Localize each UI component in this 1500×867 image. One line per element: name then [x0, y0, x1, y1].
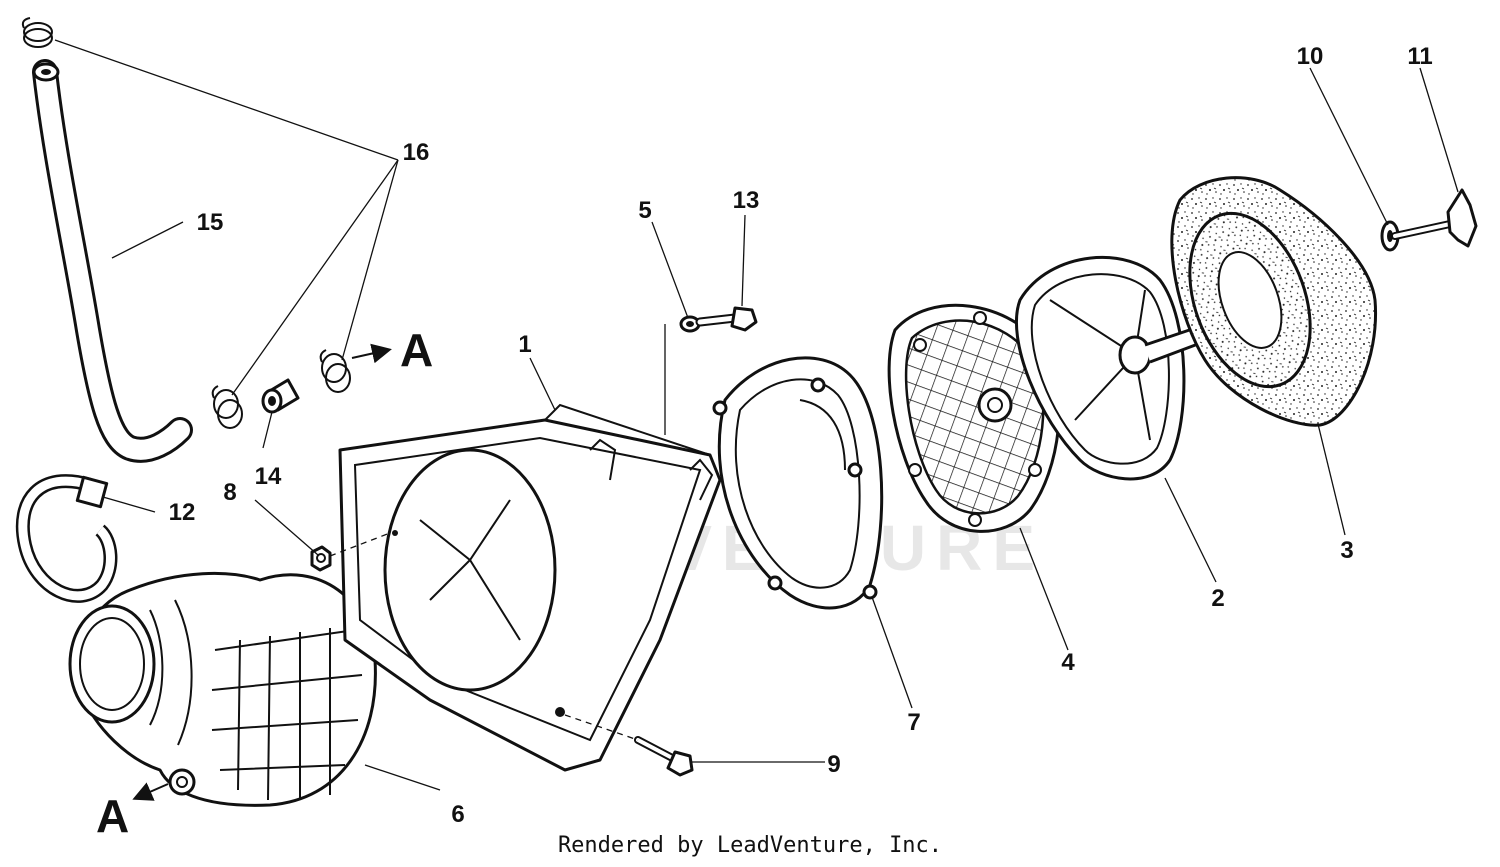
callout-12: 12	[169, 499, 196, 526]
wing-screw-part-11	[1391, 188, 1478, 248]
callout-2: 2	[1211, 585, 1224, 612]
bolt-part-13	[695, 306, 758, 332]
clamp-part-16-right	[319, 349, 351, 393]
leader-lines	[54, 39, 1459, 791]
callout-4: 4	[1061, 649, 1075, 676]
footer-credit: Rendered by LeadVenture, Inc.	[558, 833, 942, 858]
gasket-studs	[712, 377, 878, 600]
callout-6: 6	[451, 801, 464, 828]
fitting-part-14	[261, 378, 300, 414]
airbox-housing-part-1	[338, 403, 722, 772]
callout-5: 5	[638, 197, 651, 224]
callout-9: 9	[827, 751, 840, 778]
callout-13: 13	[733, 187, 760, 214]
callout-11: 11	[1407, 43, 1432, 70]
callout-16: 16	[403, 139, 430, 166]
intake-boot-part-6	[68, 571, 377, 807]
callout-14: 14	[255, 463, 282, 490]
flow-arrow-a-bottom	[132, 782, 169, 801]
connection-marker-a-bottom: A	[96, 790, 129, 842]
alignment-lines	[329, 532, 639, 741]
callout-8: 8	[223, 479, 236, 506]
clamp-part-16-left	[211, 385, 243, 429]
nut-part-8	[310, 545, 332, 572]
callout-7: 7	[907, 709, 920, 736]
callout-15: 15	[197, 209, 224, 236]
callout-3: 3	[1340, 537, 1353, 564]
bolt-part-9	[634, 736, 694, 777]
flow-arrow-a-top	[351, 343, 392, 364]
strap-clamp-part-12	[15, 474, 118, 603]
callout-1: 1	[518, 331, 531, 358]
filter-screen-part-4	[887, 303, 1061, 533]
gasket-part-7	[712, 356, 884, 610]
connection-marker-a-top: A	[400, 324, 433, 376]
clamp-part-16-top	[21, 17, 53, 48]
hose-part-15	[32, 59, 193, 463]
callout-10: 10	[1297, 43, 1324, 70]
foam-cover-part-3	[1170, 176, 1378, 427]
